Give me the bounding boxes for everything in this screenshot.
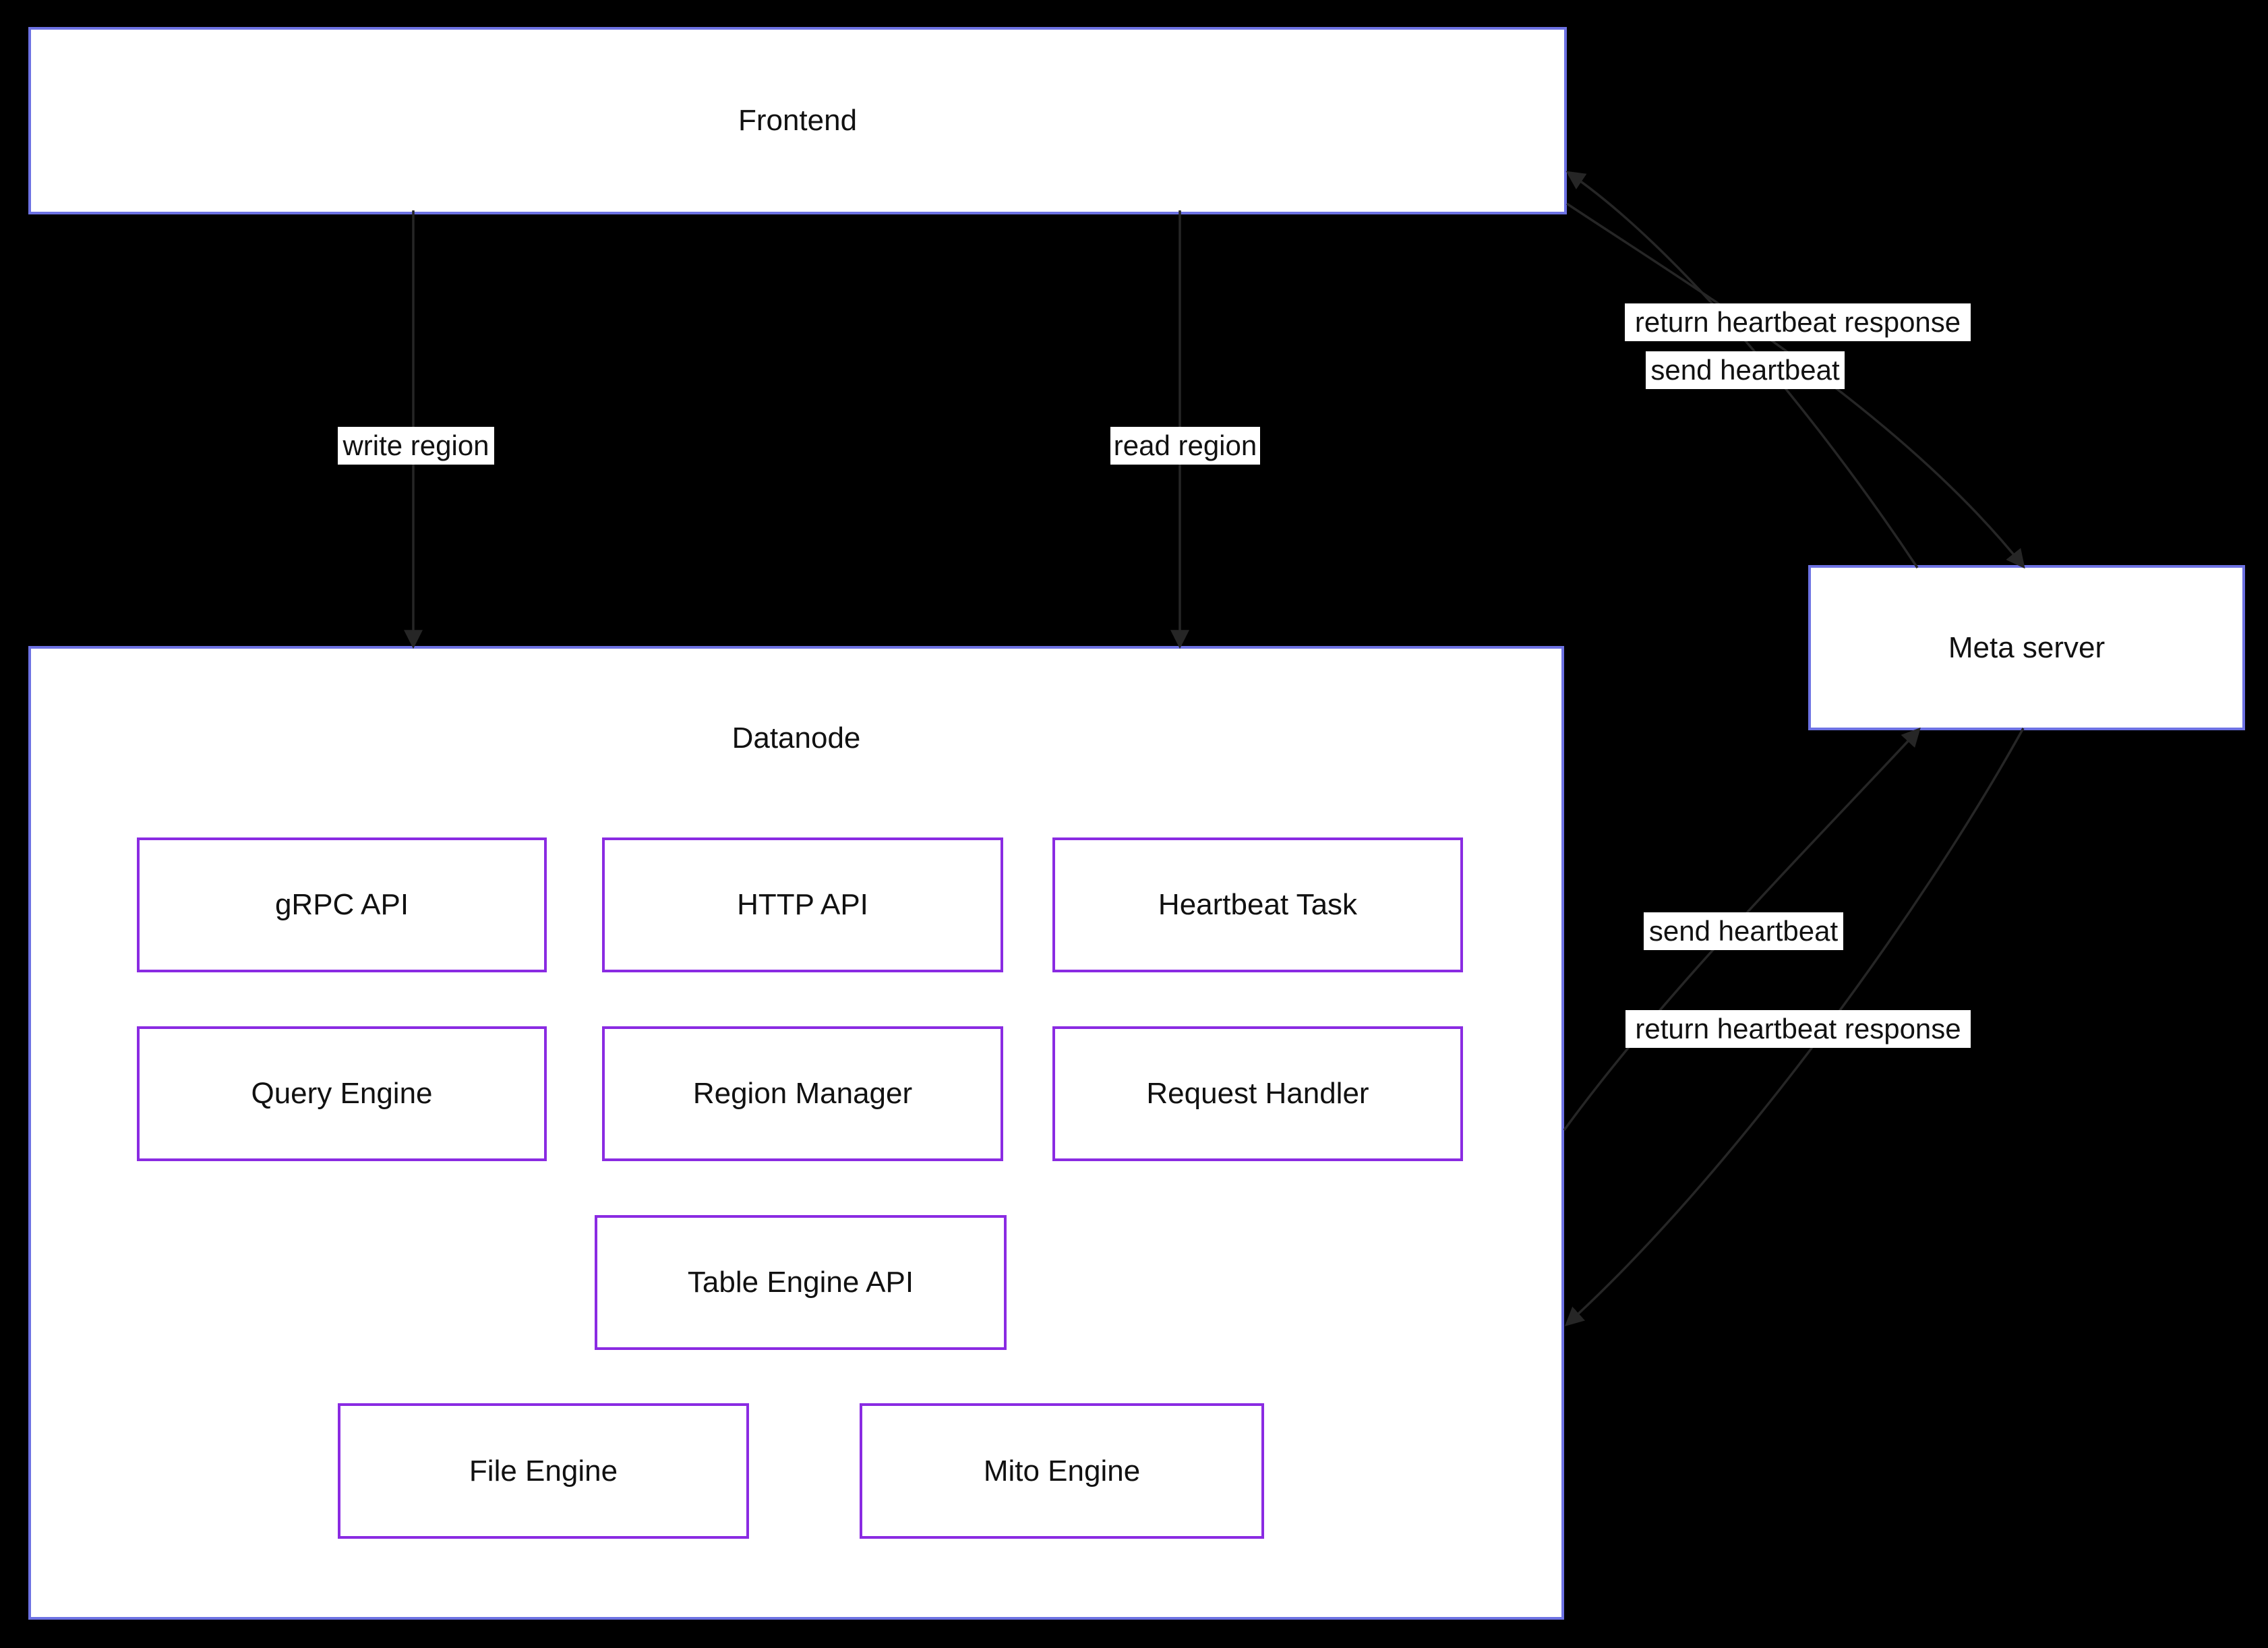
component-query-engine-label: Query Engine	[251, 1077, 433, 1110]
edge-label-datanode-send-heartbeat: send heartbeat	[1644, 912, 1843, 950]
component-grpc-api-label: gRPC API	[274, 888, 409, 921]
frontend-node-label: Frontend	[738, 104, 858, 137]
component-file-engine-label: File Engine	[469, 1454, 618, 1488]
component-file-engine: File Engine	[338, 1403, 749, 1539]
edge-label-write-region: write region	[338, 427, 494, 465]
edge-label-frontend-return-heartbeat: return heartbeat response	[1625, 303, 1971, 341]
component-http-api-label: HTTP API	[737, 888, 868, 921]
meta-server-node: Meta server	[1808, 565, 2245, 730]
component-grpc-api: gRPC API	[137, 837, 547, 972]
component-mito-engine-label: Mito Engine	[983, 1454, 1141, 1488]
component-table-engine-api-label: Table Engine API	[687, 1266, 914, 1299]
meta-server-node-label: Meta server	[1948, 630, 2106, 664]
component-mito-engine: Mito Engine	[860, 1403, 1264, 1539]
edge-label-read-region: read region	[1110, 427, 1260, 465]
edge-label-datanode-return-heartbeat: return heartbeat response	[1625, 1010, 1971, 1048]
component-request-handler: Request Handler	[1052, 1026, 1463, 1161]
component-region-manager: Region Manager	[602, 1026, 1003, 1161]
datanode-node-label: Datanode	[732, 722, 861, 755]
component-heartbeat-task: Heartbeat Task	[1052, 837, 1463, 972]
component-heartbeat-task-label: Heartbeat Task	[1158, 888, 1358, 921]
component-request-handler-label: Request Handler	[1146, 1077, 1369, 1110]
component-region-manager-label: Region Manager	[692, 1077, 913, 1110]
edge-label-frontend-send-heartbeat: send heartbeat	[1646, 351, 1845, 389]
component-http-api: HTTP API	[602, 837, 1003, 972]
component-query-engine: Query Engine	[137, 1026, 547, 1161]
frontend-node: Frontend	[28, 27, 1567, 214]
component-table-engine-api: Table Engine API	[595, 1215, 1007, 1350]
